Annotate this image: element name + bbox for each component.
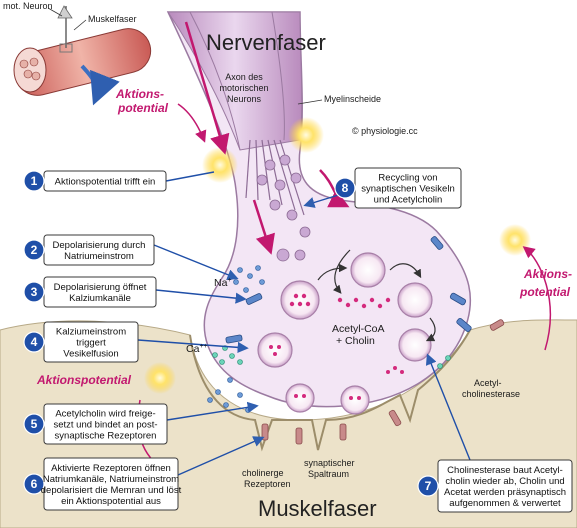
- inset-illustration: [13, 5, 152, 106]
- step-number: 6: [31, 477, 38, 491]
- step-text-line: Acetylcholin wird freige-: [55, 409, 155, 420]
- step-text-line: Recycling von: [378, 173, 437, 184]
- step-text-line: Kalziumeinstrom: [56, 327, 126, 338]
- inset-neuron-label: mot. Neuron: [3, 1, 53, 11]
- step-text-line: synaptischen Vesikeln: [361, 184, 454, 195]
- step-number-badge: [23, 281, 45, 303]
- step-text-line: ein Aktionspotential aus: [61, 496, 161, 507]
- step-6: 6 Aktivierte Rezeptoren öffnenNatriumkanä…: [23, 457, 182, 511]
- step-7: 7 Cholinesterase baut Acetyl-cholin wiede…: [417, 459, 573, 513]
- step-1: 1 Aktionspotential trifft ein: [23, 170, 167, 192]
- recycling-arrows: [317, 249, 436, 342]
- sodium-label: Na+: [214, 277, 232, 289]
- step-text-line: Natriumkanäle, Natriumeinstrom: [43, 474, 179, 485]
- small-vesicles: [256, 154, 311, 262]
- step-text-line: Aktivierte Rezeptoren öffnen: [51, 463, 171, 474]
- axon-label-2: motorischen: [219, 83, 268, 93]
- step-text-line: aufgenommen & verwertet: [449, 498, 561, 509]
- step-number-badge: [23, 331, 45, 353]
- step-text-line: Kalziumkanäle: [69, 293, 131, 304]
- ap-glow: [144, 362, 176, 394]
- muscle-fiber-label: Muskelfaser: [258, 496, 377, 521]
- step-text-line: und Acetylcholin: [374, 195, 443, 206]
- cleft-label-1: synaptischer: [304, 458, 355, 468]
- ap-glow: [499, 224, 531, 256]
- ap-top-label-1: Aktions-: [115, 87, 164, 101]
- step-text-line: Depolarisierung öffnet: [54, 282, 147, 293]
- step-text-line: Depolarisierung durch: [53, 240, 146, 251]
- inset-muscle-label: Muskelfaser: [88, 14, 137, 24]
- step-text-line: synaptische Rezeptoren: [55, 431, 157, 442]
- step-text-line: Aktionspotential trifft ein: [55, 177, 156, 188]
- myelin-pointer: [297, 99, 323, 105]
- axon-label-1: Axon des: [225, 72, 263, 82]
- step-number-badge: [417, 475, 439, 497]
- nerve-fiber-label: Nervenfaser: [206, 30, 326, 55]
- step-text-line: Natriumeinstrom: [64, 251, 134, 262]
- step-number: 8: [342, 181, 349, 195]
- step-number: 4: [31, 335, 38, 349]
- step-text-line: cholin wieder ab, Cholin und: [445, 476, 564, 487]
- cholin-label: + Cholin: [336, 335, 375, 347]
- step-text-line: setzt und bindet an post-: [53, 420, 157, 431]
- receptors: [261, 319, 505, 445]
- step-number-badge: [334, 177, 356, 199]
- ap-glow: [202, 147, 238, 183]
- ap-right-label-2: potential: [519, 285, 571, 299]
- acetylcholine-molecules: [269, 293, 404, 400]
- receptors-label-2: Rezeptoren: [244, 479, 291, 489]
- synaptic-vesicles: [257, 252, 433, 415]
- step-number: 3: [31, 285, 38, 299]
- myelin-label: Myelinscheide: [324, 94, 381, 104]
- step-text-line: Acetat werden präsynaptisch: [444, 487, 566, 498]
- copyright: © physiologie.cc: [352, 126, 418, 136]
- inset-muscle-pointer: [73, 19, 87, 31]
- axon-label-3: Neurons: [227, 94, 262, 104]
- myelin-line: [271, 11, 285, 141]
- acetyl-coa-label: Acetyl-CoA: [332, 323, 385, 335]
- step-number: 2: [31, 243, 38, 257]
- step-text-line: Vesikelfusion: [63, 349, 118, 360]
- step-text-line: triggert: [76, 338, 106, 349]
- calcium-label: Ca++: [186, 343, 208, 355]
- step-number-badge: [23, 413, 45, 435]
- step-number: 5: [31, 417, 38, 431]
- ap-right-label-1: Aktions-: [523, 267, 572, 281]
- ap-left-label: Aktionspotential: [36, 373, 132, 387]
- receptors-label-1: cholinerge: [242, 468, 284, 478]
- step-number-badge: [23, 239, 45, 261]
- acetylcholinesterase-label-1: Acetyl-: [474, 378, 502, 388]
- step-text-line: depolarisiert die Memran und löst: [41, 485, 182, 496]
- myelin-line: [189, 11, 241, 151]
- ap-top-label-2: potential: [117, 101, 169, 115]
- step-leaders: [137, 171, 471, 476]
- step-number: 7: [425, 479, 432, 493]
- acetylcholinesterase-label-2: cholinesterase: [462, 389, 520, 399]
- step-5: 5 Acetylcholin wird freige-setzt und bind…: [23, 403, 168, 445]
- cleft-label-2: Spaltraum: [308, 469, 349, 479]
- inset-neuron-pointer: [47, 7, 63, 17]
- step-number-badge: [23, 473, 45, 495]
- step-text-line: Cholinesterase baut Acetyl-: [447, 465, 563, 476]
- ap-glow: [288, 117, 324, 153]
- ion-channels: [225, 236, 472, 344]
- step-number-badge: [23, 170, 45, 192]
- step-number: 1: [31, 174, 38, 188]
